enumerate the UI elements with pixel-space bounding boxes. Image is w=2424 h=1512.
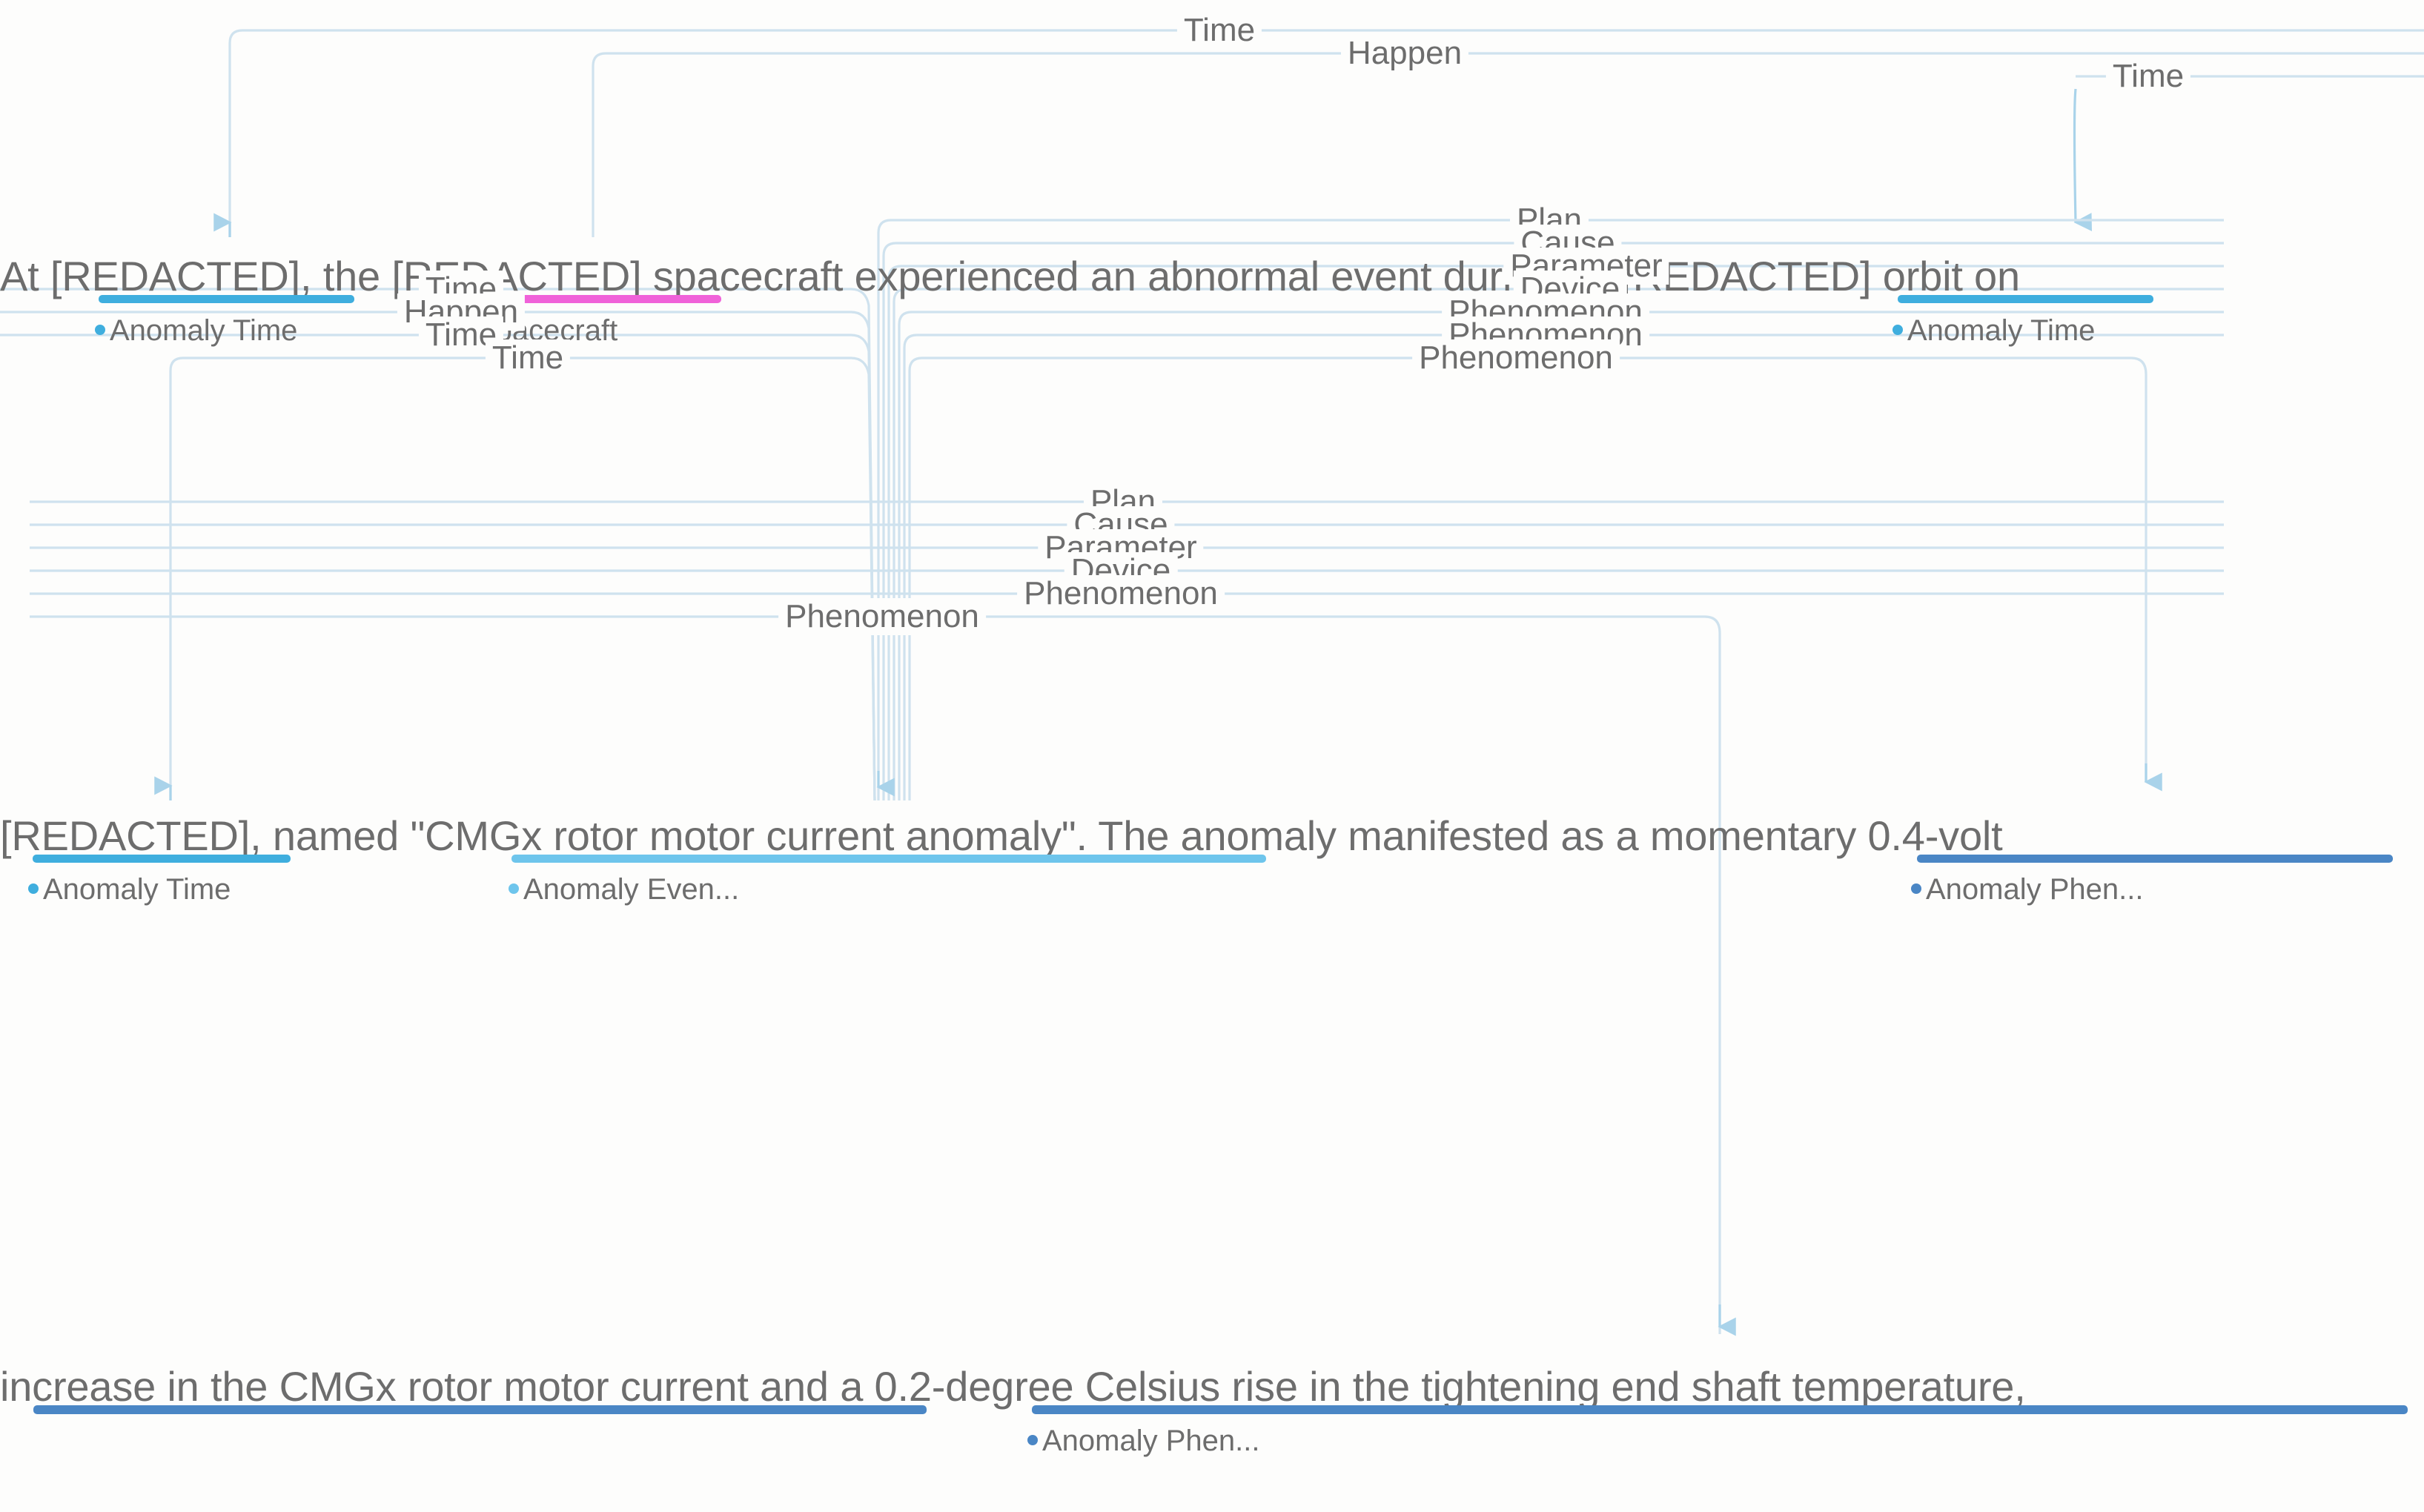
entity-anomaly-event[interactable]: CMGx rotor motor current anomaly <box>425 812 1062 859</box>
text-token: and <box>748 1363 841 1410</box>
entity-dot-icon <box>1892 325 1903 336</box>
entity-label-anomaly-time: Anomaly Time <box>95 314 297 348</box>
entity-anomaly-phenomenon[interactable]: a 0.2-degree Celsius rise in the tighten… <box>840 1363 2026 1410</box>
entity-dot-icon <box>509 883 519 895</box>
entity-anomaly-time[interactable]: [REDACTED] <box>50 253 301 299</box>
entity-label-text: Anomaly Phen... <box>1926 873 2144 906</box>
entity-anomaly-phenomenon[interactable]: a momentary 0.4-volt <box>1615 812 2003 859</box>
entity-label-text: Anomaly Time <box>110 314 298 347</box>
arc-label-time[interactable]: Time <box>485 339 571 377</box>
arc-label-time[interactable]: Time <box>2105 58 2191 95</box>
entity-dot-icon <box>28 883 39 895</box>
entity-label-text: Anomaly Even... <box>523 873 740 906</box>
entity-label-text: Anomaly Time <box>43 873 231 906</box>
sentence-line-2: [REDACTED], named "CMGx rotor motor curr… <box>0 812 2003 860</box>
text-token: spacecraft experienced an abnormal event… <box>641 253 1622 299</box>
text-token: orbit on <box>1871 253 2020 299</box>
sentence-line-1: At [REDACTED], the [REDACTED] spacecraft… <box>0 252 2020 300</box>
entity-bar-anomaly-phenomenon[interactable] <box>33 1405 927 1414</box>
arc-label-happen[interactable]: Happen <box>1340 35 1469 72</box>
entity-bar-spacecraft[interactable] <box>466 295 721 303</box>
entity-bar-anomaly-phenomenon[interactable] <box>1917 855 2393 863</box>
text-token: At <box>0 253 50 299</box>
entity-label-anomaly-time: Anomaly Time <box>28 873 231 906</box>
sentence-line-3: increase in the CMGx rotor motor current… <box>0 1362 2026 1410</box>
arc-label-time[interactable]: Time <box>1176 12 1262 49</box>
entity-bar-anomaly-event[interactable] <box>511 855 1266 863</box>
entity-label-anomaly-phenomenon: Anomaly Phen... <box>1911 873 2144 906</box>
entity-label-anomaly-event: Anomaly Even... <box>509 873 739 906</box>
entity-bar-anomaly-time[interactable] <box>33 855 291 863</box>
arc-label-happen[interactable]: Happen <box>397 294 526 331</box>
text-token: , named " <box>250 812 425 859</box>
entity-anomaly-time[interactable]: [REDACTED] <box>0 812 251 859</box>
entity-anomaly-phenomenon[interactable]: increase in the CMGx rotor motor current <box>0 1363 749 1410</box>
arc-label-phenomenon[interactable]: Phenomenon <box>1412 339 1620 377</box>
entity-label-text: Anomaly Time <box>1907 314 2096 347</box>
entity-bar-anomaly-time[interactable] <box>1898 295 2153 303</box>
arc-label-phenomenon[interactable]: Phenomenon <box>1017 575 1225 612</box>
entity-label-text: Anomaly Phen... <box>1042 1425 1260 1457</box>
entity-dot-icon <box>1027 1435 1038 1446</box>
entity-bar-anomaly-phenomenon[interactable] <box>1032 1405 2408 1414</box>
entity-dot-icon <box>1911 883 1921 895</box>
text-token: ". The anomaly manifested as <box>1061 812 1616 859</box>
entity-bar-anomaly-time[interactable] <box>99 295 354 303</box>
entity-dot-icon <box>95 325 105 336</box>
entity-label-anomaly-phenomenon: Anomaly Phen... <box>1027 1425 1260 1458</box>
arc-label-phenomenon[interactable]: Phenomenon <box>778 598 986 635</box>
entity-label-anomaly-time: Anomaly Time <box>1892 314 2095 348</box>
text-token: , the <box>300 253 392 299</box>
